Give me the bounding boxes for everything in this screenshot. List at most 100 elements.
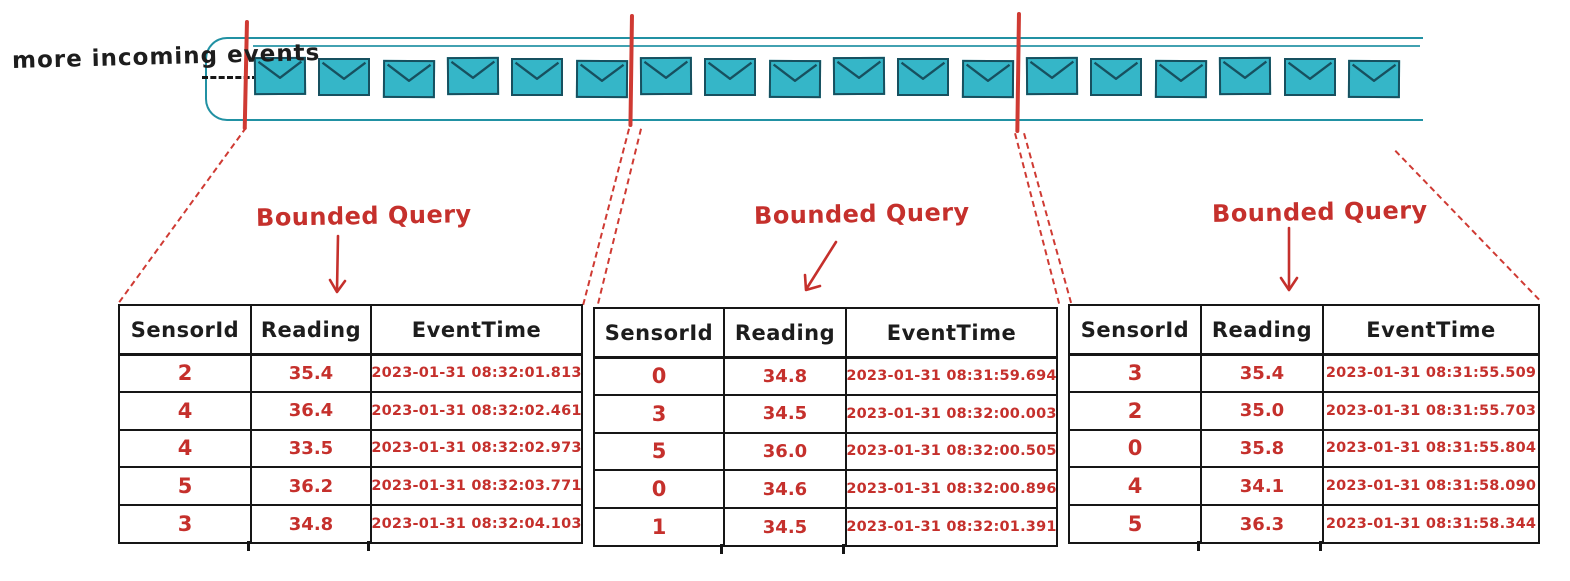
table-cell: 35.0 xyxy=(1200,390,1322,429)
envelope-icon xyxy=(832,56,886,96)
table-cell: 36.0 xyxy=(723,431,845,470)
table-cell: 35.4 xyxy=(250,353,370,391)
table-cell: 2023-01-31 08:32:02.461 xyxy=(370,390,581,429)
table-cell: 2023-01-31 08:32:02.973 xyxy=(370,428,581,467)
column-header: SensorId xyxy=(130,317,240,342)
table-cell: 4 xyxy=(120,428,250,467)
bounded-query-label-2: Bounded Query xyxy=(753,198,970,230)
event-stream xyxy=(253,56,1400,99)
envelope-icon xyxy=(318,58,371,96)
table-cell: 4 xyxy=(120,390,250,429)
table-cell: 3 xyxy=(120,504,250,542)
envelope-icon xyxy=(639,56,693,96)
envelope-icon xyxy=(704,58,757,96)
table-cell: 2023-01-31 08:31:55.703 xyxy=(1322,390,1538,429)
table-cell: 2023-01-31 08:32:01.813 xyxy=(370,353,581,391)
bounded-query-label-1: Bounded Query xyxy=(255,200,472,232)
column-header: Reading xyxy=(723,309,845,356)
envelope-icon xyxy=(1347,59,1400,99)
table-cell: 34.8 xyxy=(723,356,845,394)
table-cell: 2023-01-31 08:32:03.771 xyxy=(370,466,581,505)
window1-right-connector xyxy=(582,128,630,306)
table-cell: 36.4 xyxy=(250,390,370,429)
column-stub xyxy=(247,541,250,551)
column-stub xyxy=(367,541,370,551)
window2-left-connector xyxy=(597,128,642,304)
table-cell: 0 xyxy=(595,356,723,394)
window3-right-connector xyxy=(1394,150,1540,301)
table-cell: 0 xyxy=(1070,428,1200,467)
column-stub xyxy=(1197,541,1200,551)
envelope-icon xyxy=(1025,56,1079,96)
envelope-icon xyxy=(897,58,950,96)
envelope-icon xyxy=(382,59,435,99)
table-cell: 2023-01-31 08:31:55.509 xyxy=(1322,353,1538,391)
table-cell: 2023-01-31 08:32:00.003 xyxy=(845,393,1056,432)
table-cell: 2 xyxy=(120,353,250,391)
arrow-down-icon xyxy=(326,234,350,304)
column-header: EventTime xyxy=(845,309,1056,356)
table-cell: 34.6 xyxy=(723,469,845,508)
column-header: EventTime xyxy=(370,306,581,353)
table-cell: 2023-01-31 08:31:59.694 xyxy=(845,356,1056,394)
envelope-icon xyxy=(961,59,1014,99)
envelope-icon xyxy=(768,59,821,99)
stream-top-line xyxy=(253,45,1420,47)
table-cell: 2023-01-31 08:31:55.804 xyxy=(1322,428,1538,467)
envelope-icon xyxy=(446,56,500,96)
table-cell: 3 xyxy=(595,393,723,432)
table-cell: 2023-01-31 08:31:58.090 xyxy=(1322,466,1538,505)
table-cell: 2023-01-31 08:32:00.896 xyxy=(845,469,1056,508)
column-header: Reading xyxy=(1200,306,1322,353)
column-stub xyxy=(842,544,845,554)
column-header: Reading xyxy=(250,306,370,353)
table-cell: 2 xyxy=(1070,390,1200,429)
table-cell: 2023-01-31 08:31:58.344 xyxy=(1322,504,1538,542)
table-cell: 2023-01-31 08:32:00.505 xyxy=(845,431,1056,470)
table-cell: 4 xyxy=(1070,466,1200,504)
envelope-icon xyxy=(1219,56,1272,96)
column-stub xyxy=(720,544,723,554)
window3-left-connector xyxy=(1023,133,1073,304)
table-cell: 34.1 xyxy=(1200,466,1322,505)
table-cell: 2023-01-31 08:32:04.103 xyxy=(370,504,581,542)
table-cell: 2023-01-31 08:32:01.391 xyxy=(845,507,1056,545)
envelope-icon xyxy=(253,56,307,96)
table-cell: 33.5 xyxy=(250,428,370,467)
table-cell: 36.3 xyxy=(1200,504,1322,542)
table-cell: 0 xyxy=(595,469,723,507)
incoming-pointer-dash xyxy=(202,76,258,79)
column-stub xyxy=(1319,541,1322,551)
column-header: EventTime xyxy=(1322,306,1538,353)
envelope-icon xyxy=(575,59,628,99)
event-stream-container xyxy=(205,37,1423,121)
envelope-icon xyxy=(1283,58,1336,96)
table-cell: 3 xyxy=(1070,353,1200,391)
bounded-query-label-3: Bounded Query xyxy=(1211,196,1428,228)
arrow-down-icon xyxy=(1277,226,1301,302)
table-cell: 5 xyxy=(1070,504,1200,542)
table-cell: 1 xyxy=(595,507,723,545)
column-header: SensorId xyxy=(604,320,714,345)
table-cell: 35.8 xyxy=(1200,428,1322,467)
table-cell: 34.8 xyxy=(250,504,370,542)
table-cell: 35.4 xyxy=(1200,353,1322,391)
table-cell: 34.5 xyxy=(723,507,845,545)
table-cell: 34.5 xyxy=(723,393,845,432)
table-cell: 5 xyxy=(120,466,250,504)
window1-left-connector xyxy=(118,126,247,303)
envelope-icon xyxy=(1090,58,1143,96)
envelope-icon xyxy=(1154,59,1207,99)
column-header: SensorId xyxy=(1080,317,1190,342)
table-cell: 5 xyxy=(595,431,723,470)
table-cell: 36.2 xyxy=(250,466,370,505)
arrow-down-left-icon xyxy=(794,240,842,300)
envelope-icon xyxy=(511,58,564,96)
